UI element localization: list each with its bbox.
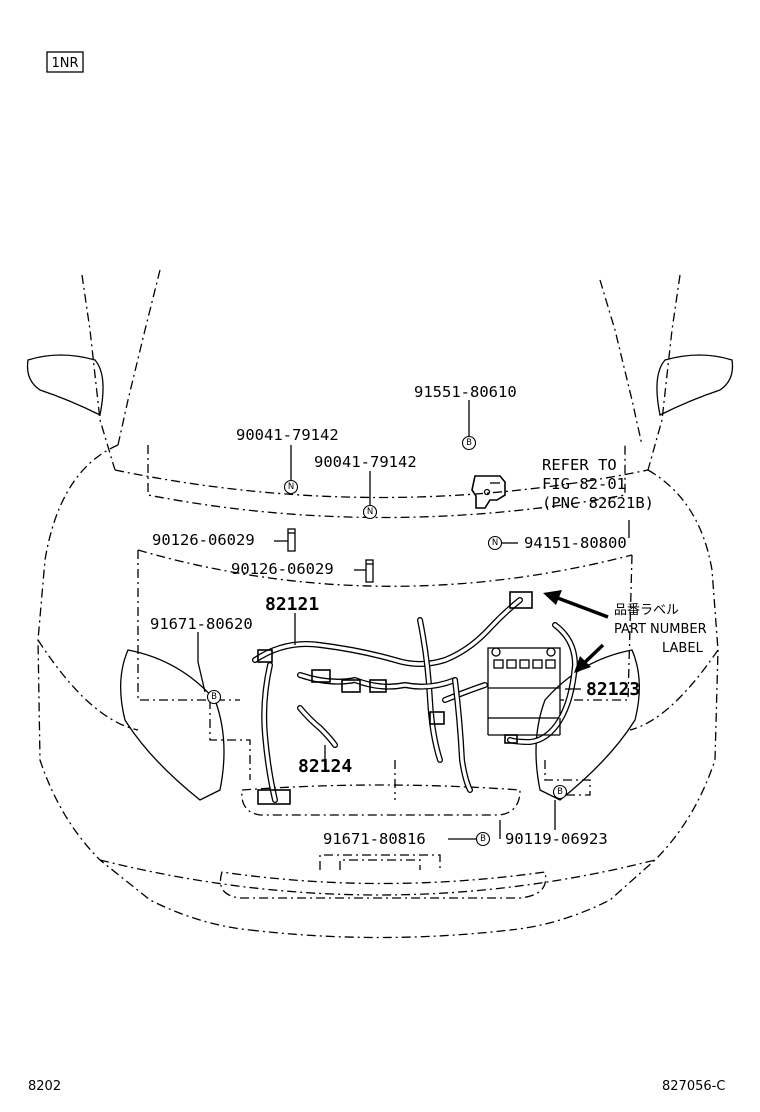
vehicle-body-outline	[37, 269, 719, 939]
page-id: 8202	[28, 1079, 61, 1094]
bolt-icon-2	[365, 559, 374, 583]
marker-N-3-icon: N	[487, 535, 503, 551]
svg-text:B: B	[557, 787, 563, 797]
marker-N-1-icon: N	[283, 479, 299, 495]
part-number-label-note: 品番ラベル PART NUMBER LABEL	[614, 603, 707, 656]
label-note-jp: 品番ラベル	[614, 603, 679, 618]
part-90126-06029-b: 90126-06029	[231, 560, 334, 578]
circle-markers: N N N B B B B	[206, 435, 568, 847]
part-90041-79142-b: 90041-79142	[314, 453, 417, 471]
marker-B-2-icon: B	[206, 689, 222, 705]
part-90041-79142-a: 90041-79142	[236, 426, 339, 444]
part-90126-06029-a: 90126-06029	[152, 531, 255, 549]
part-91671-80816: 91671-80816	[323, 830, 426, 848]
part-82123: 82123	[586, 679, 640, 700]
side-mirrors	[26, 354, 734, 416]
part-90119-06923: 90119-06923	[505, 830, 608, 848]
label-arrows	[543, 590, 609, 673]
figure-id: 827056-C	[662, 1079, 725, 1094]
part-82124: 82124	[298, 756, 352, 777]
label-note-en-2: LABEL	[662, 641, 704, 656]
svg-text:B: B	[480, 834, 486, 844]
headlights	[120, 649, 640, 801]
part-82121: 82121	[265, 594, 319, 615]
svg-text:B: B	[211, 692, 217, 702]
refer-line-3: (PNC 82621B)	[542, 494, 654, 512]
refer-note: REFER TO FIG 82-01 (PNC 82621B)	[542, 456, 654, 512]
marker-B-4-icon: B	[552, 784, 568, 800]
part-94151-80800: 94151-80800	[524, 534, 627, 552]
fastener-icons	[287, 528, 374, 583]
refer-line-1: REFER TO	[542, 456, 617, 474]
part-91671-80620: 91671-80620	[150, 615, 253, 633]
engine-code-box: 1NR	[46, 51, 84, 73]
marker-B-3-icon: B	[475, 831, 491, 847]
part-91551-80610: 91551-80610	[414, 383, 517, 401]
engine-code: 1NR	[51, 56, 78, 71]
marker-B-1-icon: B	[461, 435, 477, 451]
svg-text:N: N	[367, 507, 373, 517]
marker-N-2-icon: N	[362, 504, 378, 520]
bolt-icon-1	[287, 528, 296, 552]
svg-text:B: B	[466, 438, 472, 448]
refer-line-2: FIG 82-01	[542, 475, 626, 493]
label-note-en-1: PART NUMBER	[614, 622, 707, 637]
svg-text:N: N	[492, 538, 498, 548]
engine-components	[209, 475, 591, 800]
svg-text:N: N	[288, 482, 294, 492]
leader-lines	[197, 400, 630, 840]
